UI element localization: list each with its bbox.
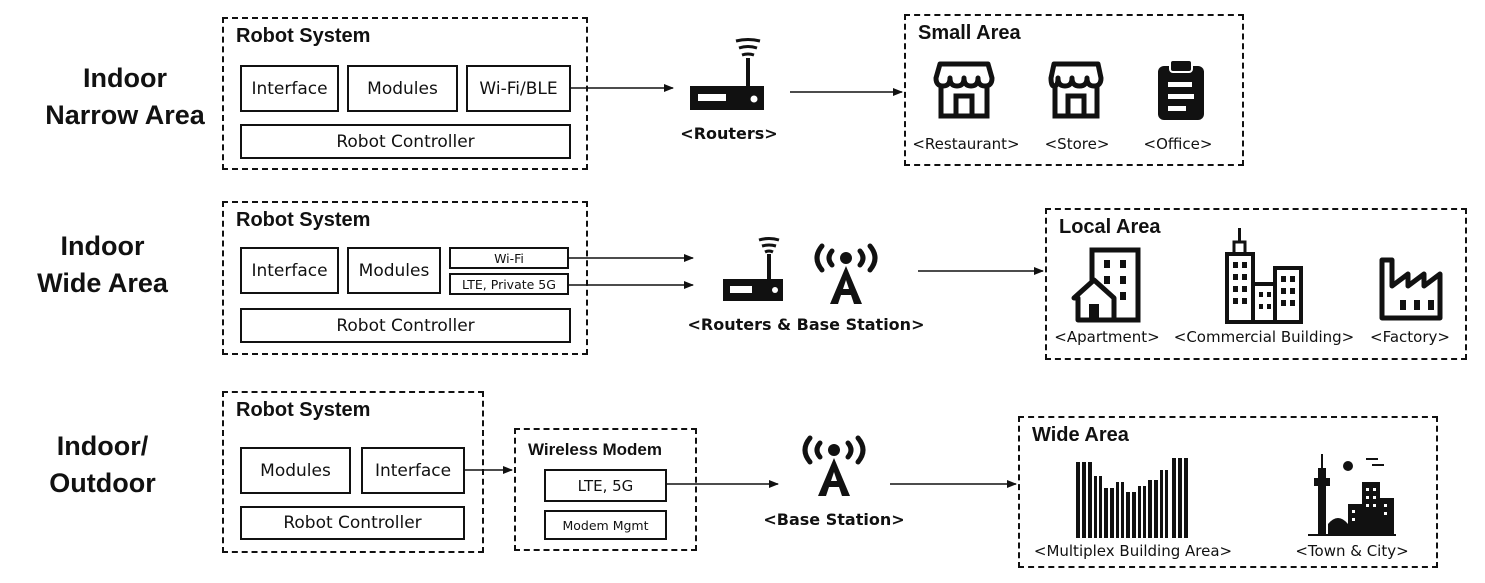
- row1-robot-system-title: Robot System: [236, 25, 371, 47]
- row3-place-multiplex: <Multiplex Building Area>: [1033, 542, 1233, 560]
- row2-interface-box: Interface: [240, 247, 339, 294]
- row2-local-area-title: Local Area: [1059, 216, 1161, 238]
- row2-robot-controller-box: Robot Controller: [240, 308, 571, 343]
- row2-node-caption: <Routers & Base Station>: [687, 315, 925, 334]
- restaurant-icon: [933, 61, 995, 119]
- row1-place-store: <Store>: [1044, 135, 1110, 153]
- antenna-icon: [802, 435, 866, 496]
- row2-label-line1: Indoor: [60, 231, 145, 261]
- row3-interface-box: Interface: [361, 447, 465, 494]
- router-icon: [690, 38, 764, 110]
- row1-label-line1: Indoor: [83, 63, 167, 93]
- row3-lte5g-box: LTE, 5G: [544, 469, 667, 502]
- antenna-icon: [814, 243, 878, 304]
- row1-robot-system: Robot System: [222, 17, 588, 170]
- row1-wifi-ble-box: Wi-Fi/BLE: [466, 65, 571, 112]
- row3-label-line2: Outdoor: [49, 468, 156, 498]
- factory-icon: [1379, 257, 1443, 321]
- commercial-building-icon: [1225, 228, 1303, 324]
- row2-modules-box: Modules: [347, 247, 441, 294]
- row2-local-area: Local Area: [1045, 208, 1467, 360]
- row1-robot-controller-box: Robot Controller: [240, 124, 571, 159]
- row3-label: Indoor/ Outdoor: [30, 428, 175, 502]
- apartment-icon: [1071, 247, 1141, 323]
- row2-label: Indoor Wide Area: [20, 228, 185, 302]
- row3-robot-controller-box: Robot Controller: [240, 506, 465, 540]
- town-city-icon: [1308, 454, 1396, 536]
- row3-modules-box: Modules: [240, 447, 351, 494]
- row3-robot-system-title: Robot System: [236, 399, 371, 421]
- row3-wireless-modem: Wireless Modem: [514, 428, 697, 551]
- row3-robot-system: Robot System: [222, 391, 484, 553]
- row3-node-caption: <Base Station>: [763, 510, 905, 529]
- row2-robot-system-title: Robot System: [236, 209, 371, 231]
- row2-lte-private5g-box: LTE, Private 5G: [449, 273, 569, 295]
- row1-small-area-title: Small Area: [918, 22, 1021, 44]
- row2-wifi-box: Wi-Fi: [449, 247, 569, 269]
- row2-place-factory: <Factory>: [1370, 328, 1450, 346]
- row3-wide-area: Wide Area: [1018, 416, 1438, 568]
- row3-modem-mgmt-box: Modem Mgmt: [544, 510, 667, 540]
- row2-place-apartment: <Apartment>: [1054, 328, 1160, 346]
- row1-label: Indoor Narrow Area: [40, 60, 210, 134]
- row3-wireless-modem-title: Wireless Modem: [528, 440, 662, 459]
- row3-place-town-city: <Town & City>: [1295, 542, 1409, 560]
- row1-place-restaurant: <Restaurant>: [912, 135, 1020, 153]
- row2-robot-system: Robot System: [222, 201, 588, 355]
- office-icon: [1158, 59, 1204, 120]
- multiplex-buildings-icon: [1076, 458, 1188, 538]
- row1-modules-box: Modules: [347, 65, 458, 112]
- row1-interface-box: Interface: [240, 65, 339, 112]
- row3-wide-area-title: Wide Area: [1032, 424, 1129, 446]
- row3-label-line1: Indoor/: [56, 431, 149, 461]
- row1-label-line2: Narrow Area: [45, 100, 205, 130]
- row1-small-area: Small Area: [904, 14, 1244, 166]
- store-icon: [1048, 61, 1104, 119]
- row1-node-caption: <Routers>: [680, 124, 778, 143]
- row2-place-commercial-building: <Commercial Building>: [1173, 328, 1355, 346]
- row2-label-line2: Wide Area: [37, 268, 168, 298]
- router-icon: [723, 237, 783, 301]
- row1-place-office: <Office>: [1143, 135, 1213, 153]
